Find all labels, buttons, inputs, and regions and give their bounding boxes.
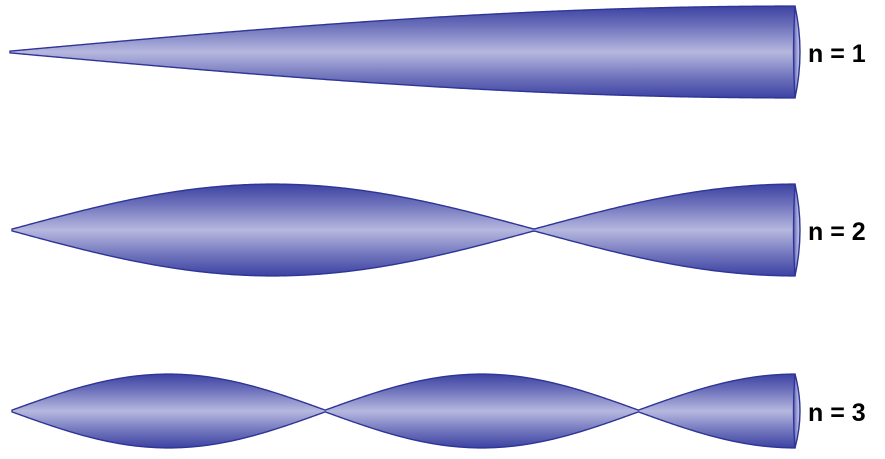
mode-2-label: n = 2 — [808, 218, 866, 246]
mode-3-open-end-cap — [794, 374, 801, 448]
mode-2-wave-envelope — [12, 184, 795, 276]
mode-2-open-end-cap — [794, 184, 801, 276]
mode-1-label: n = 1 — [808, 40, 866, 68]
mode-3-wave-envelope — [12, 374, 795, 448]
mode-2-wave: n = 2 — [12, 184, 866, 276]
mode-3-label: n = 3 — [808, 399, 866, 427]
mode-1-wave: n = 1 — [10, 6, 866, 98]
mode-3-wave: n = 3 — [12, 374, 866, 448]
mode-1-wave-envelope — [10, 6, 795, 98]
mode-1-open-end-cap — [794, 6, 801, 98]
